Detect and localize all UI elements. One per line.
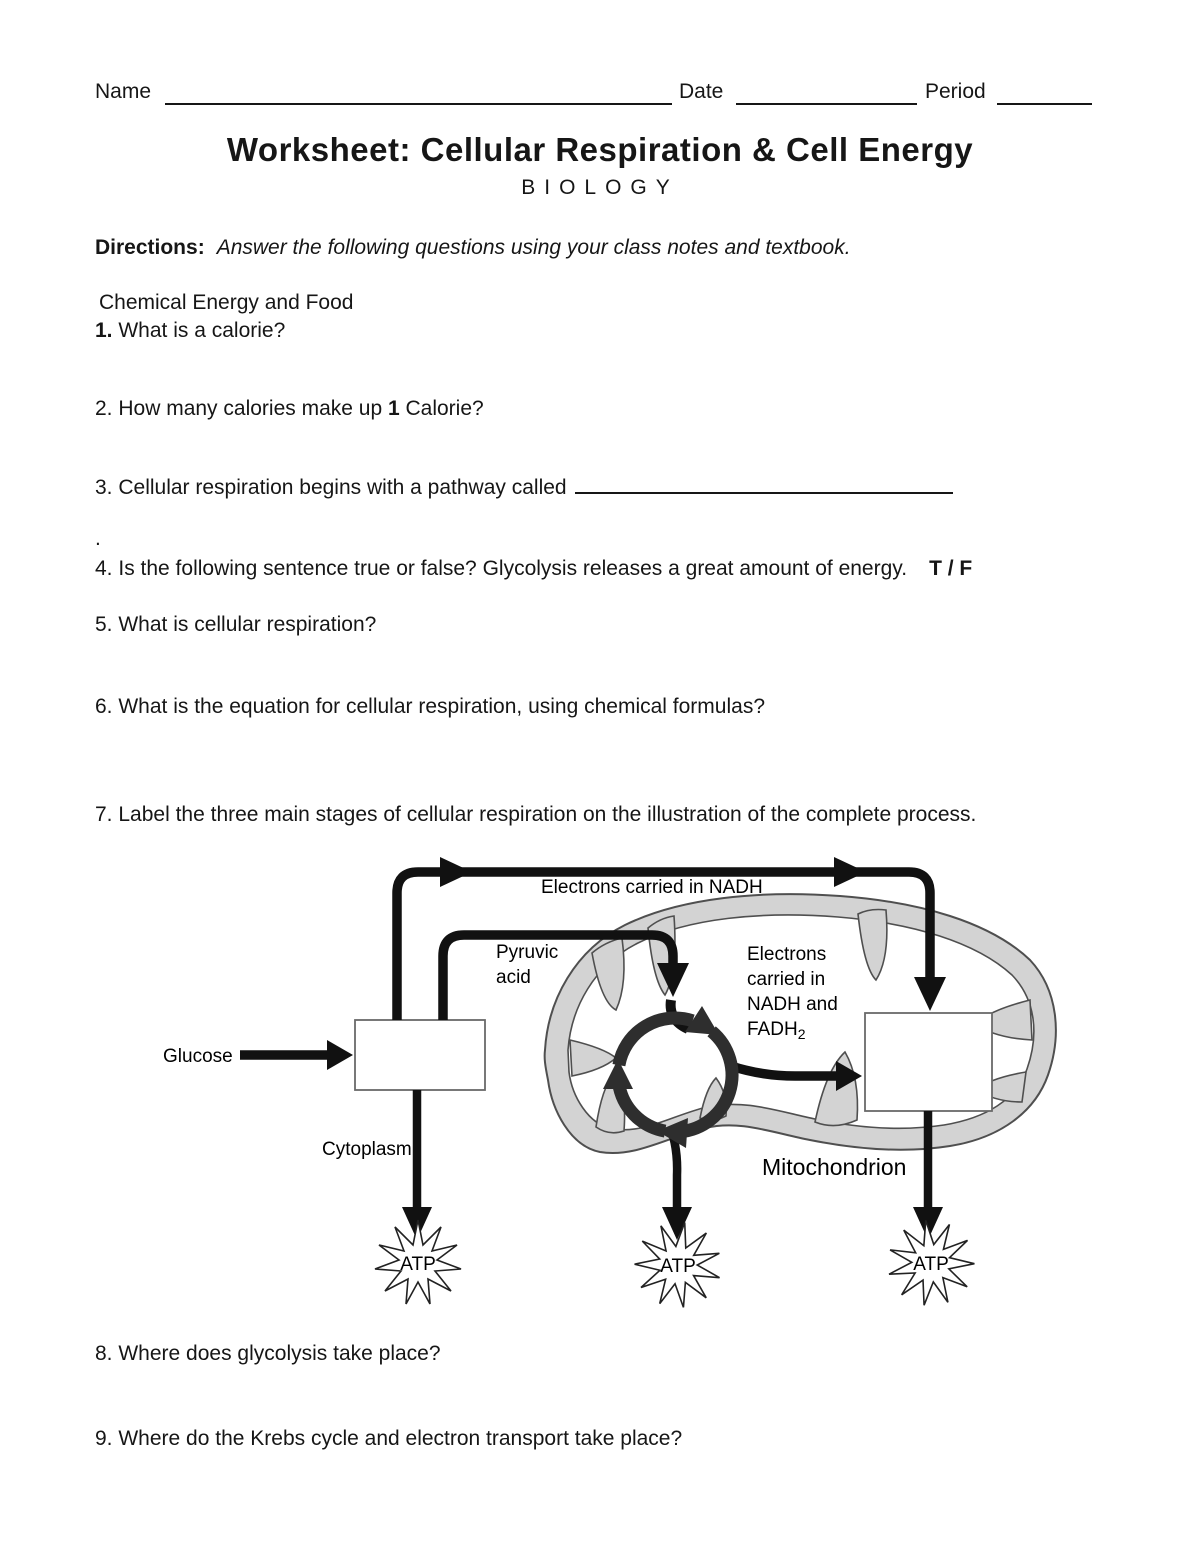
fadh2-subscript: 2 <box>798 1026 806 1042</box>
date-blank-line <box>736 82 917 105</box>
question-1: 1. What is a calorie? <box>95 319 285 343</box>
question-2-number: 2. <box>95 397 113 420</box>
directions-label: Directions: <box>95 236 205 259</box>
question-8-number: 8. <box>95 1342 113 1365</box>
krebs-ring-arrowhead-icon <box>685 1006 719 1035</box>
krebs-ring-arc <box>679 1026 739 1139</box>
cellular-respiration-diagram: Electrons carried in NADH Pyruvic acid E… <box>163 857 1057 1308</box>
arrowhead-icon <box>914 977 946 1011</box>
question-4-true-false: T / F <box>929 557 973 580</box>
electrons-block-line1: Electrons <box>747 944 826 965</box>
question-3-answer-blank <box>574 486 953 494</box>
electrons-nadh-label: Electrons carried in NADH <box>541 877 763 898</box>
arrowhead-icon <box>327 1040 353 1070</box>
starburst-icon <box>374 1219 462 1305</box>
stray-period: . <box>95 527 101 550</box>
question-3-text: Cellular respiration begins with a pathw… <box>118 476 567 499</box>
question-7-number: 7. <box>95 803 113 826</box>
question-3-number: 3. <box>95 476 113 499</box>
question-4-number: 4. <box>95 557 113 580</box>
page-title: Worksheet: Cellular Respiration & Cell E… <box>226 131 974 168</box>
question-3: 3. Cellular respiration begins with a pa… <box>95 476 953 500</box>
question-2-bold-one: 1 <box>387 397 400 420</box>
pyruvic-acid-line <box>438 930 678 1020</box>
atp-label: ATP <box>913 1254 949 1275</box>
question-9: 9. Where do the Krebs cycle and electron… <box>95 1427 682 1451</box>
question-6-text: What is the equation for cellular respir… <box>118 695 766 718</box>
question-2-text-post: Calorie? <box>399 397 484 420</box>
question-9-number: 9. <box>95 1427 113 1450</box>
question-9-text: Where do the Krebs cycle and electron tr… <box>118 1427 683 1450</box>
starburst-icon <box>888 1220 975 1306</box>
question-2: 2. How many calories make up 1 Calorie? <box>95 397 484 421</box>
crista-finger <box>591 937 625 1012</box>
pyruvic-acid-label-line1: Pyruvic <box>496 942 558 963</box>
question-8: 8. Where does glycolysis take place? <box>95 1342 441 1366</box>
date-label: Date <box>679 80 724 103</box>
krebs-ring-arrowhead-icon <box>657 1118 688 1148</box>
krebs-ring-arc <box>612 1011 695 1067</box>
atp-starburst: ATP <box>374 1219 462 1305</box>
question-4: 4. Is the following sentence true or fal… <box>95 557 972 581</box>
arrowhead-icon <box>836 1061 862 1091</box>
atp-starburst: ATP <box>634 1222 720 1308</box>
question-8-text: Where does glycolysis take place? <box>118 1342 441 1365</box>
question-5-text: What is cellular respiration? <box>118 613 377 636</box>
fadh2-label: FADH2 <box>747 1019 806 1042</box>
directions-line: Directions: Answer the following question… <box>95 236 851 260</box>
starburst-icon <box>634 1222 720 1308</box>
directions-text: Answer the following questions using you… <box>216 236 851 259</box>
fadh2-base: FADH <box>747 1019 798 1040</box>
electron-transport-answer-box <box>864 1012 993 1112</box>
glycolysis-answer-box <box>354 1019 486 1091</box>
question-4-text: Is the following sentence true or false?… <box>118 557 908 580</box>
electrons-block-line3: NADH and <box>747 994 838 1015</box>
period-label: Period <box>925 80 986 103</box>
atp-starburst: ATP <box>888 1220 975 1306</box>
nadh-top-line <box>392 867 935 1020</box>
section-heading: Chemical Energy and Food <box>99 291 354 314</box>
cytoplasm-label: Cytoplasm <box>322 1139 412 1160</box>
atp-label: ATP <box>400 1254 436 1275</box>
arrowhead-icon <box>834 857 866 887</box>
question-5-number: 5. <box>95 613 113 636</box>
krebs-cycle-ring <box>603 1006 739 1148</box>
question-1-number: 1. <box>95 319 113 342</box>
period-blank-line <box>997 82 1092 105</box>
krebs-ring-arrowhead-icon <box>603 1059 633 1089</box>
question-6: 6. What is the equation for cellular res… <box>95 695 765 719</box>
arrowheads <box>327 857 946 1240</box>
question-1-text: What is a calorie? <box>118 319 286 342</box>
arrowhead-icon <box>440 857 472 887</box>
question-2-text-pre: How many calories make up <box>118 397 388 420</box>
question-7-text: Label the three main stages of cellular … <box>118 803 977 826</box>
crista-finger <box>857 908 888 982</box>
page-subtitle: BIOLOGY <box>521 176 679 199</box>
krebs-ring-arc <box>612 1081 667 1138</box>
question-7: 7. Label the three main stages of cellul… <box>95 803 976 827</box>
name-blank-line <box>165 82 672 105</box>
pyruvic-acid-label-line2: acid <box>496 967 531 988</box>
glucose-label: Glucose <box>163 1046 233 1067</box>
arrowhead-icon <box>913 1207 943 1240</box>
arrowhead-icon <box>662 1207 692 1240</box>
question-6-number: 6. <box>95 695 113 718</box>
mitochondrion-label: Mitochondrion <box>762 1154 906 1180</box>
name-label: Name <box>95 80 152 103</box>
atp-label: ATP <box>660 1256 696 1277</box>
question-5: 5. What is cellular respiration? <box>95 613 376 637</box>
arrowhead-icon <box>657 963 689 997</box>
electrons-block-line2: carried in <box>747 969 825 990</box>
